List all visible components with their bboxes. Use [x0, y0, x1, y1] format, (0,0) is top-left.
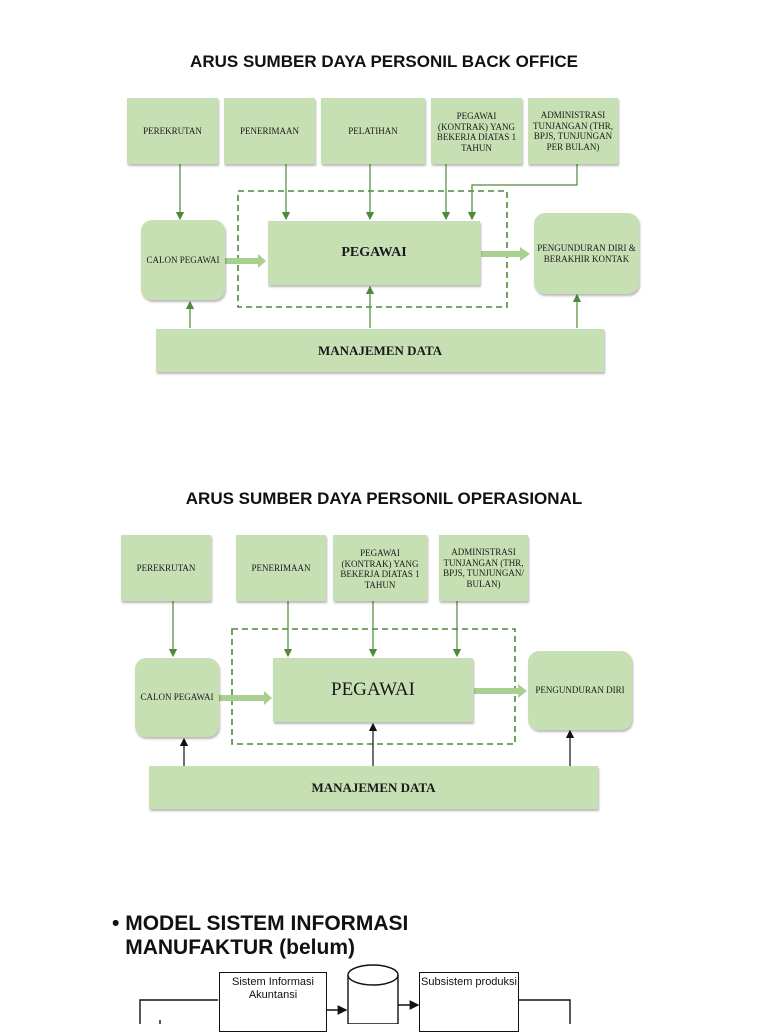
s3-box-sia: Sistem Informasi Akuntansi — [219, 972, 327, 1032]
database-cylinder-icon — [347, 964, 399, 1024]
d2-box-pengunduran: PENGUNDURAN DIRI — [528, 651, 632, 730]
d1-block-arrow-pengunduran — [481, 247, 530, 261]
diagram1-dashed-boundary — [237, 190, 508, 308]
d2-block-arrow-pengunduran — [474, 684, 527, 698]
d2-block-arrow-calon — [219, 691, 272, 705]
s3-box-subsistem-produksi: Subsistem produksi — [419, 972, 519, 1032]
d2-box-pegawai-kontrak: PEGAWAI (KONTRAK) YANG BEKERJA DIATAS 1 … — [333, 535, 427, 601]
d2-box-pegawai: PEGAWAI — [273, 658, 473, 722]
d1-box-pegawai: PEGAWAI — [268, 221, 480, 285]
d1-box-administrasi: ADMINISTRASI TUNJANGAN (THR, BPJS, TUNJU… — [528, 98, 618, 164]
section3-heading-text: MODEL SISTEM INFORMASI MANUFAKTUR (belum… — [125, 912, 409, 959]
d1-box-perekrutan: PEREKRUTAN — [127, 98, 218, 164]
d1-arrow-administrasi — [467, 164, 578, 221]
s3-line-right — [518, 999, 571, 1024]
d1-box-pegawai-kontrak: PEGAWAI (KONTRAK) YANG BEKERJA DIATAS 1 … — [431, 98, 522, 164]
diagram1-title: ARUS SUMBER DAYA PERSONIL BACK OFFICE — [190, 52, 578, 71]
d1-box-pelatihan: PELATIHAN — [321, 98, 425, 164]
d2-box-calon-pegawai: CALON PEGAWAI — [135, 658, 219, 737]
d1-box-calon-pegawai: CALON PEGAWAI — [141, 220, 225, 300]
d1-box-penerimaan: PENERIMAAN — [224, 98, 315, 164]
d1-block-arrow-calon — [224, 254, 266, 268]
d1-box-pengunduran: PENGUNDURAN DIRI & BERAKHIR KONTAK — [534, 213, 639, 294]
d2-box-perekrutan: PEREKRUTAN — [121, 535, 211, 601]
bullet-icon: • — [112, 912, 120, 935]
diagram2-title: ARUS SUMBER DAYA PERSONIL OPERASIONAL — [185, 489, 583, 508]
section3-heading: • MODEL SISTEM INFORMASI MANUFAKTUR (bel… — [112, 912, 712, 960]
s3-line-left-outer — [139, 999, 218, 1024]
d1-box-manajemen-data: MANAJEMEN DATA — [156, 329, 604, 372]
d2-box-administrasi: ADMINISTRASI TUNJANGAN (THR, BPJS, TUNJU… — [439, 535, 528, 601]
d2-box-penerimaan: PENERIMAAN — [236, 535, 326, 601]
d2-box-manajemen-data: MANAJEMEN DATA — [149, 766, 598, 809]
